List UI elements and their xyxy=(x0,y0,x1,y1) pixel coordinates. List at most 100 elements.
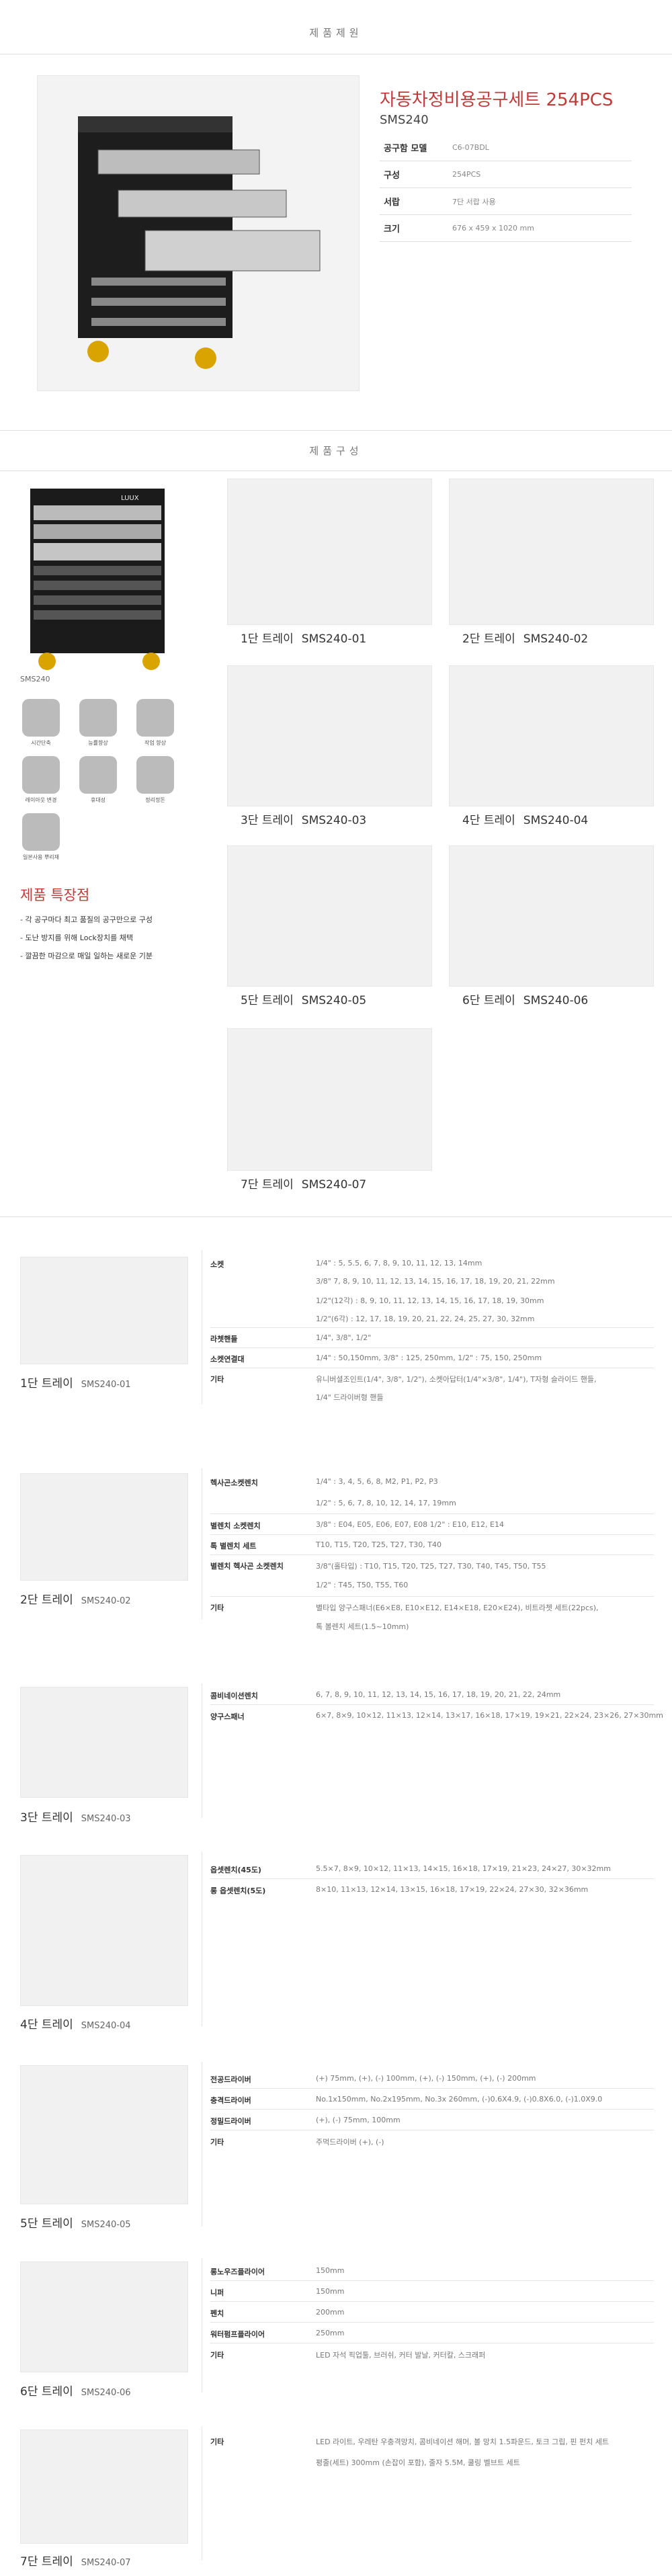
clock-icon xyxy=(22,699,60,737)
detail-value: 주먹드라이버 (+), (-) xyxy=(316,2138,384,2147)
icon-label: 휴대성 xyxy=(90,797,106,803)
gear-icon xyxy=(79,699,117,737)
tray-photo-4 xyxy=(449,665,654,806)
cabinet-label: SMS240 xyxy=(20,675,50,683)
detail-value: 별타입 양구스패너(E6×E8, E10×E12, E14×E18, E20×E… xyxy=(316,1604,599,1612)
detail-value: 250mm xyxy=(316,2329,345,2337)
detail-value: 1/4", 3/8", 1/2" xyxy=(316,1333,372,1342)
detail-value: 200mm xyxy=(316,2308,345,2317)
detail-key: 롱노우즈플라이어 xyxy=(210,2268,265,2276)
detail-value: LED 라이트, 우레탄 우충격망치, 콤비네이션 해머, 볼 망치 1.5파운… xyxy=(316,2438,609,2446)
product-photo-cabinet xyxy=(37,75,360,391)
icon-label: 레이아웃 변경 xyxy=(25,797,57,803)
divider xyxy=(0,470,672,471)
detail-key: 소켓 xyxy=(210,1260,224,1269)
detail-photo-2 xyxy=(20,1473,188,1581)
detail-value: No.1x150mm, No.2x195mm, No.3x 260mm, (-)… xyxy=(316,2095,603,2104)
detail-value: 평줄(세트) 300mm (손잡이 포함), 줄자 5.5M, 쿨링 벨브트 세… xyxy=(316,2458,520,2467)
detail-key: 별렌치 소켓렌치 xyxy=(210,1522,261,1530)
feature-item: - 깔끔한 마감으로 매일 일하는 새로운 기분 xyxy=(20,952,153,960)
row-divider xyxy=(210,2109,654,2110)
detail-key: 전공드라이버 xyxy=(210,2075,251,2084)
row-divider xyxy=(210,1347,654,1348)
detail-key: 롱 옵셋렌치(5도) xyxy=(210,1886,266,1895)
detail-value: 3/8" 7, 8, 9, 10, 11, 12, 13, 14, 15, 16… xyxy=(316,1277,555,1286)
detail-value: 톡 볼렌치 세트(1.5~10mm) xyxy=(316,1622,409,1631)
tray-photo-5 xyxy=(227,845,432,987)
cabinet-brand: LUUX xyxy=(121,495,139,502)
divider xyxy=(0,1216,672,1217)
detail-key: 니퍼 xyxy=(210,2288,224,2297)
detail-value: (+) 75mm, (+), (-) 100mm, (+), (-) 150mm… xyxy=(316,2074,536,2083)
row-divider xyxy=(210,1327,654,1328)
row-divider xyxy=(210,1704,654,1705)
detail-value: 1/2"(12각) : 8, 9, 10, 11, 12, 13, 14, 15… xyxy=(316,1296,544,1305)
tray-photo-3 xyxy=(227,665,432,806)
icon-label: 능률향상 xyxy=(88,740,108,746)
tray-photo-6 xyxy=(449,845,654,987)
detail-value: T10, T15, T20, T25, T27, T30, T40 xyxy=(316,1540,442,1549)
feature-item: - 도난 방지를 위해 Lock장치를 채택 xyxy=(20,933,133,942)
detail-key: 톡 별렌치 세트 xyxy=(210,1542,257,1550)
product-title: 자동차정비용공구세트 254PCS xyxy=(380,90,614,110)
detail-photo-1 xyxy=(20,1257,188,1364)
detail-key: 워터펌프플라이어 xyxy=(210,2330,265,2339)
detail-key: 양구스패너 xyxy=(210,1712,245,1721)
detail-photo-5 xyxy=(20,2065,188,2204)
detail-key: 기타 xyxy=(210,2351,224,2360)
tray-photo-1 xyxy=(227,479,432,625)
detail-value: 3/8"(홀타입) : T10, T15, T20, T25, T27, T30… xyxy=(316,1562,546,1571)
detail-key: 소켓연결대 xyxy=(210,1355,245,1364)
row-divider xyxy=(210,1554,654,1555)
detail-key: 콤비네이션렌치 xyxy=(210,1692,258,1700)
detail-key: 옵셋렌치(45도) xyxy=(210,1866,261,1874)
arrows-icon xyxy=(22,756,60,794)
detail-photo-7 xyxy=(20,2429,188,2544)
detail-key: 기타 xyxy=(210,1375,224,1384)
detail-photo-4 xyxy=(20,1855,188,2006)
product-model: SMS240 xyxy=(380,113,429,127)
section-title-composition: 제품구성 xyxy=(309,445,363,457)
detail-value: 1/4" : 5, 5.5, 6, 7, 8, 9, 10, 11, 12, 1… xyxy=(316,1259,482,1268)
icon-label: 일본사용 뿌리재 xyxy=(22,854,60,860)
detail-value: 1/2" : 5, 6, 7, 8, 10, 12, 14, 17, 19mm xyxy=(316,1499,456,1507)
tray-photo-2 xyxy=(449,479,654,625)
detail-value: 1/4" : 50,150mm, 3/8" : 125, 250mm, 1/2"… xyxy=(316,1354,542,1362)
detail-key: 정밀드라이버 xyxy=(210,2117,251,2126)
divider xyxy=(0,430,672,431)
feature-item: - 각 공구마다 최고 품질의 공구만으로 구성 xyxy=(20,915,153,924)
detail-value: 150mm xyxy=(316,2287,345,2296)
detail-key: 기타 xyxy=(210,2438,224,2446)
row-divider xyxy=(210,1878,654,1879)
row-divider xyxy=(210,1513,654,1514)
detail-value: 1/4" 드라이버형 핸들 xyxy=(316,1393,384,1402)
detail-value: 5.5×7, 8×9, 10×12, 11×13, 14×15, 16×18, … xyxy=(316,1864,611,1873)
detail-value: 6, 7, 8, 9, 10, 11, 12, 13, 14, 15, 16, … xyxy=(316,1690,561,1699)
features-title: 제품 특장점 xyxy=(20,887,90,903)
row-divider xyxy=(210,2088,654,2089)
detail-key: 기타 xyxy=(210,1604,224,1612)
row-divider xyxy=(210,2322,654,2323)
detail-value: 1/4" : 3, 4, 5, 6, 8, M2, P1, P2, P3 xyxy=(316,1477,438,1486)
chart-up-icon xyxy=(136,699,174,737)
detail-photo-6 xyxy=(20,2261,188,2372)
detail-key: 충격드라이버 xyxy=(210,2096,251,2105)
detail-key: 별렌치 헥사곤 소켓렌치 xyxy=(210,1562,284,1571)
detail-key: 펜치 xyxy=(210,2309,224,2318)
row-divider xyxy=(210,1534,654,1535)
person-icon xyxy=(22,813,60,851)
